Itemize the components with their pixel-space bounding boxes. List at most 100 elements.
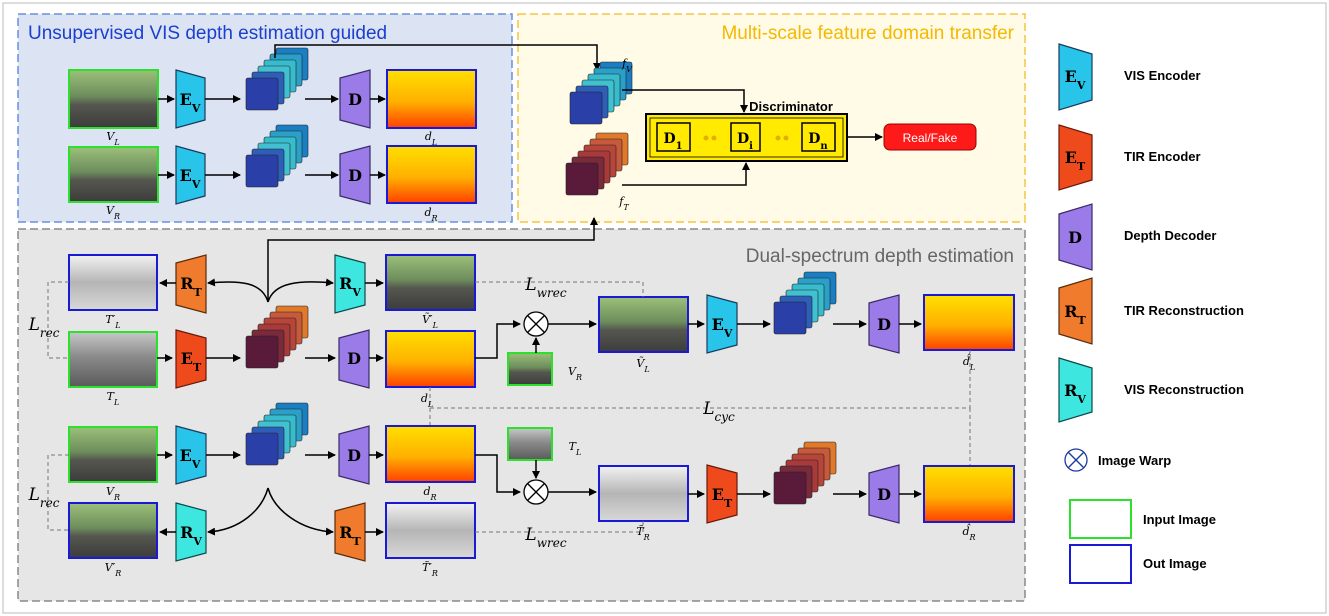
legend-rv-icon — [1058, 357, 1093, 423]
rv-letter: RV — [180, 523, 202, 548]
legend-d-letter: D — [1068, 228, 1082, 247]
ev-encoder-3 — [706, 294, 738, 354]
to-rv-curve-2 — [207, 487, 269, 536]
vis-feature-stack-4 — [245, 402, 309, 466]
tr-tilde-label: T̃R — [636, 525, 649, 542]
dot — [783, 135, 789, 141]
unsupervised-title: Unsupervised VIS depth estimation guided — [28, 23, 387, 44]
vl-tilde-image — [598, 296, 689, 353]
vr-input-image-2 — [68, 426, 158, 483]
real-fake-label: Real/Fake — [903, 131, 958, 145]
et-encoder-1 — [175, 329, 207, 389]
dl-hat-label: d̂L — [963, 354, 975, 372]
tl-label: TL — [107, 390, 120, 407]
ft-label: fT — [618, 195, 629, 212]
depth-decoder-5 — [338, 425, 370, 485]
lcyc-label: Lcyc — [702, 399, 735, 424]
fv-label: fV — [621, 57, 633, 74]
dr-hat-label: d̂R — [962, 524, 975, 542]
tl-warp-label: TL — [569, 440, 582, 457]
legend-output-label: Out Image — [1143, 556, 1207, 571]
dl-depth-image-2 — [385, 330, 476, 388]
to-rt-curve — [207, 278, 269, 303]
lwrec-bot-label: Lwrec — [524, 525, 566, 550]
legend-rt-icon — [1058, 277, 1093, 345]
warp-cross — [527, 315, 545, 333]
legend-et-letter: ET — [1065, 148, 1086, 173]
warp-cross — [527, 483, 545, 501]
legend-input-label: Input Image — [1143, 512, 1216, 527]
dot — [775, 135, 781, 141]
feature-map-layer — [773, 301, 807, 335]
tir-feature-stack-1 — [245, 305, 309, 369]
legend-ev-label: VIS Encoder — [1124, 68, 1201, 83]
vl-tilde-prime-image — [385, 254, 476, 311]
rv-letter: RV — [339, 274, 361, 299]
rv-reconstruction-1 — [334, 254, 366, 314]
legend-ev-icon — [1058, 43, 1093, 111]
depth-decoder-3 — [338, 329, 370, 389]
dn-label: Dn — [808, 131, 828, 152]
lcyc-line-top — [429, 350, 971, 409]
d-letter: D — [347, 446, 361, 465]
dl-depth-image — [386, 69, 477, 129]
tr-tilde-image — [598, 465, 689, 522]
rt-letter: RT — [180, 274, 202, 299]
legend-d-label: Depth Decoder — [1124, 228, 1217, 243]
vr2-label: VR — [106, 485, 120, 502]
vr-warp-input — [507, 352, 553, 386]
discriminator-label: Discriminator — [749, 99, 833, 114]
ev-letter: EV — [180, 166, 201, 191]
lrec-bot-line — [47, 454, 69, 531]
ev-letter: EV — [712, 315, 733, 340]
dr2-label: dR — [423, 485, 436, 502]
real-fake-box — [883, 123, 977, 151]
to-rt-curve-2 — [267, 487, 334, 536]
rt-reconstruction-1 — [175, 254, 207, 314]
ft-to-disc-arrow — [622, 162, 750, 186]
dr-depth-image-2 — [385, 425, 476, 483]
rt-reconstruction-2 — [334, 502, 366, 562]
vl-tilde-label: ṼL — [636, 356, 649, 374]
discriminator-inner — [649, 117, 844, 158]
to-rv-curve — [267, 278, 334, 303]
et-encoder-2 — [706, 464, 738, 524]
legend-et-label: TIR Encoder — [1124, 149, 1201, 164]
depth-decoder-2 — [339, 145, 371, 205]
dr-label: dR — [424, 206, 437, 223]
feature-map-layer — [245, 77, 279, 111]
tl-prime-image — [68, 254, 158, 311]
di-block — [730, 122, 761, 152]
d-letter: D — [348, 166, 362, 185]
legend-rt-label: TIR Reconstruction — [1124, 303, 1244, 318]
lwrec-top-line — [475, 281, 644, 297]
tr-tilde-prime-image — [385, 502, 476, 559]
dl-label-2: dL — [421, 392, 433, 409]
dl-hat-image — [923, 294, 1015, 351]
lwrec-top-label: Lwrec — [524, 275, 566, 300]
legend-warp-cross — [1067, 451, 1085, 469]
fv-connection — [274, 44, 601, 71]
feature-map-layer — [565, 162, 599, 196]
dot — [703, 135, 709, 141]
arrow — [475, 454, 521, 496]
legend-rv-letter: RV — [1064, 381, 1086, 406]
vr-label: VR — [106, 204, 120, 221]
vl-input-image — [68, 69, 159, 129]
tl-input-image — [68, 331, 158, 388]
dl-label: dL — [425, 130, 437, 147]
legend-d-icon — [1058, 203, 1093, 271]
ev-encoder-1 — [175, 69, 206, 129]
vis-feature-stack-3 — [773, 271, 837, 335]
lrec-bot-label: Lrec — [28, 485, 60, 510]
legend-rt-letter: RT — [1064, 302, 1086, 327]
tl-warp-input — [507, 427, 553, 461]
feature-map-layer — [569, 91, 603, 125]
feature-map-layer — [245, 335, 279, 369]
tir-feature-stack-2 — [773, 441, 837, 505]
lrec-top-label: Lrec — [28, 315, 60, 340]
arrow — [475, 320, 521, 359]
d-letter: D — [347, 349, 361, 368]
dr-hat-image — [923, 465, 1015, 523]
